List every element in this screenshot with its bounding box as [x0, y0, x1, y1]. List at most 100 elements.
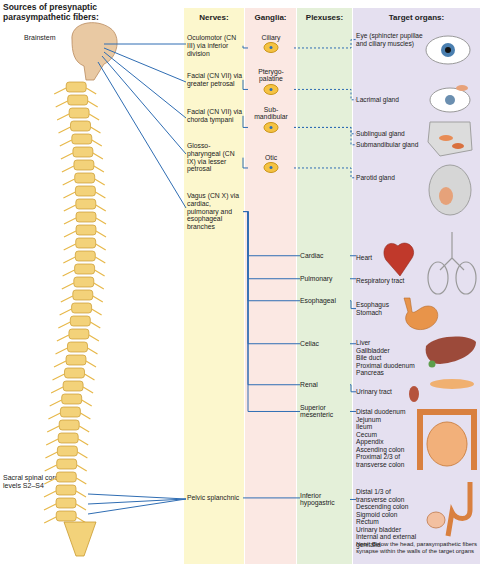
plexus-node: Pulmonary — [300, 275, 350, 282]
vertebra — [56, 498, 76, 508]
spinal-nerve — [63, 192, 105, 198]
vertebra — [74, 277, 94, 287]
nerve-box: Facial (CN VII) via greater petrosal — [187, 72, 243, 88]
vertebra — [75, 173, 95, 183]
spinal-nerve — [48, 413, 90, 419]
target-organ-box-text: Proximal 2/3 of transverse colon — [356, 453, 422, 468]
spinal-nerve — [46, 439, 88, 445]
spinal-nerve — [45, 452, 87, 458]
target-organ-box: Distal duodenumJejunumIleumCecumAppendix… — [356, 408, 422, 469]
vertebra — [75, 186, 95, 196]
nerve-box-text: Facial (CN VII) via chorda tympani — [187, 108, 243, 124]
target-organ-box: Urinary tract — [356, 388, 406, 396]
nerve-box: Glosso-pharyngeal (CN IX) via lesser pet… — [187, 142, 243, 173]
vertebra — [73, 147, 93, 157]
diagram-title: Sources of presynaptic parasympathetic f… — [3, 3, 153, 23]
ganglion-oval — [263, 122, 279, 133]
vertebra — [65, 368, 85, 378]
target-organ-box: Heart — [356, 254, 396, 262]
column-band: Target organs: Eye (sphincter pupillae an… — [352, 8, 480, 564]
plexus-node: Renal — [300, 381, 350, 388]
ganglion-dot — [270, 166, 273, 169]
vertebra — [68, 342, 88, 352]
vertebra — [56, 485, 76, 495]
vertebra — [57, 446, 77, 456]
ganglion-node-text: Ciliary — [248, 34, 294, 41]
target-organ-box: Distal 1/3 of transverse colonDescending… — [356, 488, 422, 549]
target-organ-box-text: Appendix — [356, 438, 422, 446]
vertebra — [71, 121, 91, 131]
ganglion-dot — [270, 88, 273, 91]
ganglion-dot — [270, 46, 273, 49]
column-header: Nerves: — [184, 8, 244, 22]
plexus-node-text: Celiac — [300, 340, 350, 347]
nerve-line — [104, 52, 186, 118]
target-organ-box-text: Urinary tract — [356, 388, 406, 396]
target-organ-box: Lacrimal gland — [356, 96, 418, 104]
plexus-node-text: Renal — [300, 381, 350, 388]
ganglion-shape — [264, 122, 278, 132]
spinal-nerve — [62, 283, 104, 289]
column-header: Target organs: — [353, 8, 480, 22]
vertebra — [60, 407, 80, 417]
spinal-nerve — [51, 387, 93, 393]
spinal-nerve — [60, 309, 102, 315]
vertebra — [70, 316, 90, 326]
spinal-nerve — [61, 296, 103, 302]
plexus-node-text: Esophageal — [300, 297, 350, 304]
spinal-nerve — [64, 231, 106, 237]
target-organ-box-text: Sigmoid colon — [356, 511, 422, 519]
spinal-column — [44, 82, 106, 523]
target-organ-box-text: Heart — [356, 254, 396, 262]
spinal-nerve — [64, 218, 106, 224]
sacral-line — [88, 499, 186, 504]
vertebra — [74, 160, 94, 170]
vertebra — [72, 303, 92, 313]
ganglion-shape — [264, 84, 278, 94]
target-organ-box: Respiratory tract — [356, 277, 416, 285]
target-organ-box-text: Ascending colon — [356, 446, 422, 454]
plexus-node: Superior mesenteric — [300, 404, 350, 419]
spinal-nerve — [60, 140, 102, 146]
ganglion-dot — [270, 126, 273, 129]
nerve-box: Oculomotor (CN III) via inferior divisio… — [187, 34, 243, 57]
vertebra — [59, 420, 79, 430]
spinal-nerve — [56, 101, 98, 107]
spinal-nerve — [44, 504, 86, 510]
spinal-nerve — [53, 374, 95, 380]
note-text: Note: Below the head, parasympathetic fi… — [356, 541, 478, 555]
target-organ-box: Eye (sphincter pupillae and ciliary musc… — [356, 32, 428, 47]
spinal-nerve — [54, 361, 96, 367]
plexus-node: Esophageal — [300, 297, 350, 304]
vertebra — [56, 511, 76, 521]
target-organ-box: EsophagusStomach — [356, 301, 402, 316]
spinal-nerve — [45, 465, 87, 471]
target-organ-box-text: Bile duct — [356, 354, 422, 362]
plexus-node-text: Pulmonary — [300, 275, 350, 282]
ganglion-oval — [263, 42, 279, 53]
sacral-line — [88, 499, 186, 514]
target-organ-box-text: Gallbladder — [356, 347, 422, 355]
nerve-box-text: Vagus (CN X) via cardiac, pulmonary and … — [187, 192, 243, 231]
spinal-nerve — [63, 257, 105, 263]
spinal-nerve — [59, 127, 101, 133]
target-organ-box-text: Descending colon — [356, 503, 422, 511]
target-organ-box-text: Sublingual gland — [356, 130, 422, 138]
ganglion-node-text: Pterygo-palatine — [248, 68, 294, 83]
target-organ-box-text: Rectum — [356, 518, 422, 526]
vertebra — [66, 355, 86, 365]
target-organ-box-text: Submandibular gland — [356, 141, 426, 149]
nerve-box: Facial (CN VII) via chorda tympani — [187, 108, 243, 124]
column-band: Ganglia:CiliaryPterygo-palatineSub-mandi… — [244, 8, 296, 564]
vertebra — [75, 264, 95, 274]
target-organ-box-text: Proximal duodenum — [356, 362, 422, 370]
ganglion-shape — [264, 43, 278, 53]
target-organ-box-text: Distal 1/3 of transverse colon — [356, 488, 422, 503]
plexus-node: Cardiac — [300, 252, 350, 259]
ganglion-shape — [264, 163, 278, 173]
spinal-nerve — [50, 400, 92, 406]
vertebra — [76, 225, 96, 235]
target-organ-box: Parotid gland — [356, 174, 418, 182]
vertebra — [62, 394, 82, 404]
spinal-nerve — [54, 88, 96, 94]
